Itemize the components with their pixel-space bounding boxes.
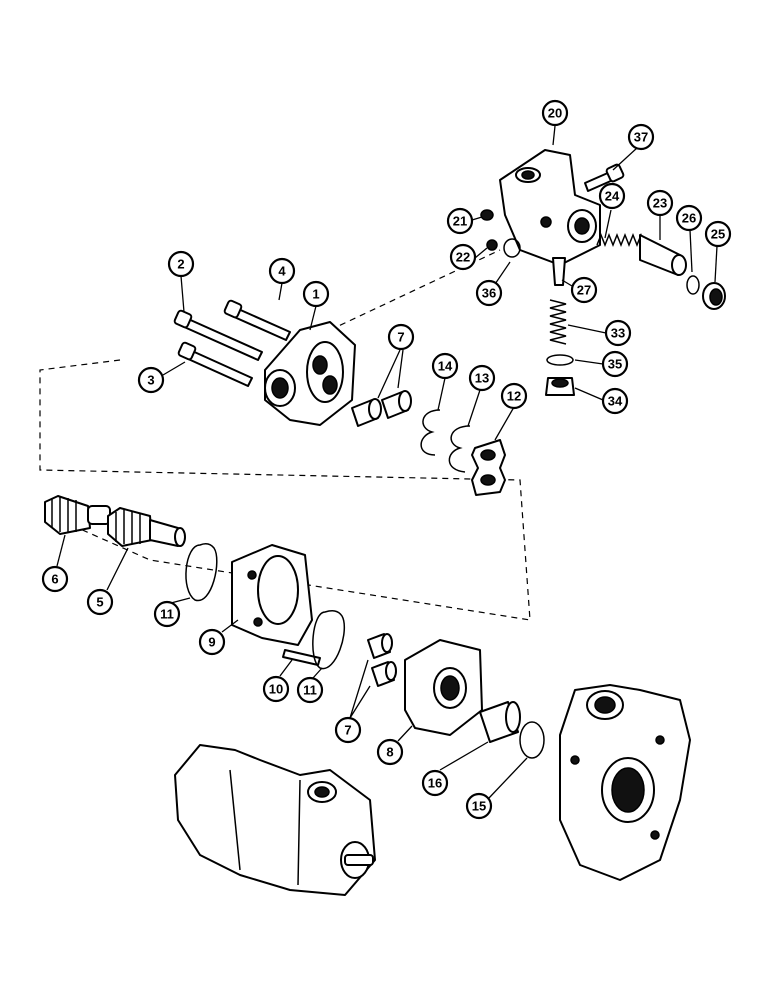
callout-34: 34 [601,387,629,415]
callout-7-upper-label: 7 [397,330,404,345]
end-cover-1 [264,321,356,426]
callout-27: 27 [570,276,598,304]
callout-11-left-label: 11 [160,607,174,622]
callout-4: 4 [268,257,296,285]
callout-16-label: 16 [428,776,442,791]
callout-2: 2 [167,250,195,278]
callout-34-label: 34 [608,394,623,409]
callout-6: 6 [41,565,69,593]
callout-26-label: 26 [682,211,696,226]
callout-36-label: 36 [482,286,496,301]
callout-5: 5 [86,588,114,616]
callout-12: 12 [500,382,528,410]
callout-1-label: 1 [312,287,319,302]
spring-33 [549,299,567,345]
callout-4-label: 4 [278,264,286,279]
callout-7-upper: 7 [387,323,415,351]
callout-8: 8 [376,738,404,766]
callout-21: 21 [446,207,474,235]
seal-11-left [185,543,218,601]
callout-27-label: 27 [577,283,591,298]
gear-shaft-6 [44,495,111,535]
bushing-7-lower-a [367,633,393,659]
callout-22-label: 22 [456,250,470,265]
callout-5-label: 5 [96,595,103,610]
gear-housing-9 [231,544,313,646]
callout-20: 20 [541,99,569,127]
callout-2-label: 2 [177,257,184,272]
o-ring-26 [686,275,700,295]
callout-33-label: 33 [611,326,625,341]
callout-25-label: 25 [711,227,725,242]
bushing-7-lower-b [371,661,397,687]
wear-plate-12 [471,439,506,496]
bushing-16 [479,701,521,743]
gear-shaft-5 [107,507,186,547]
callout-11-left: 11 [153,600,181,628]
spring-24 [596,232,646,248]
seal-13 [448,425,471,473]
callout-37-label: 37 [634,130,648,145]
o-ring-35 [546,354,574,366]
seal-14 [420,409,441,456]
callout-23-label: 23 [653,196,667,211]
plug-22 [486,239,498,251]
bolt-3 [177,341,253,387]
callout-37: 37 [627,123,655,151]
callout-16: 16 [421,769,449,797]
callout-20-label: 20 [548,106,562,121]
pump-body-8 [404,639,483,736]
callout-14: 14 [431,352,459,380]
callout-35: 35 [601,350,629,378]
o-ring-36 [503,238,521,258]
poppet-27 [552,257,566,286]
callout-1: 1 [302,280,330,308]
callout-9: 9 [198,628,226,656]
callout-23: 23 [646,189,674,217]
callout-12-label: 12 [507,389,521,404]
leader-lines [56,125,718,799]
plug-34 [545,377,575,396]
callout-11-right: 11 [296,676,324,704]
seal-11-right [312,610,346,670]
callout-8-label: 8 [386,745,393,760]
callout-13-label: 13 [475,371,489,386]
callout-24-label: 24 [605,189,620,204]
callout-22: 22 [449,243,477,271]
bushing-7-upper-b [381,390,412,419]
callout-7-lower-label: 7 [344,723,351,738]
bolt-37 [584,163,625,192]
callout-3: 3 [137,366,165,394]
callout-24: 24 [598,182,626,210]
callout-15: 15 [465,792,493,820]
callout-14-label: 14 [438,359,453,374]
callout-15-label: 15 [472,799,486,814]
plug-21 [480,209,494,221]
assembled-pump-view [174,744,376,896]
callout-21-label: 21 [453,214,467,229]
mounting-flange-housing [559,684,691,881]
callout-11-right-label: 11 [303,683,317,698]
relief-valve-housing [499,149,601,266]
callout-35-label: 35 [608,357,622,372]
callout-10: 10 [262,675,290,703]
callout-36: 36 [475,279,503,307]
callout-25: 25 [704,220,732,248]
callout-26: 26 [675,204,703,232]
bolt-2 [173,309,263,361]
callout-3-label: 3 [147,373,154,388]
callout-7-lower: 7 [334,716,362,744]
callout-33: 33 [604,319,632,347]
bushing-7-upper-a [351,398,382,427]
callout-10-label: 10 [269,682,283,697]
callout-6-label: 6 [51,572,58,587]
plug-25 [702,282,726,310]
callout-9-label: 9 [208,635,215,650]
o-ring-15 [519,721,545,759]
callout-13: 13 [468,364,496,392]
bolt-4 [223,299,291,341]
spool-23 [639,234,687,276]
